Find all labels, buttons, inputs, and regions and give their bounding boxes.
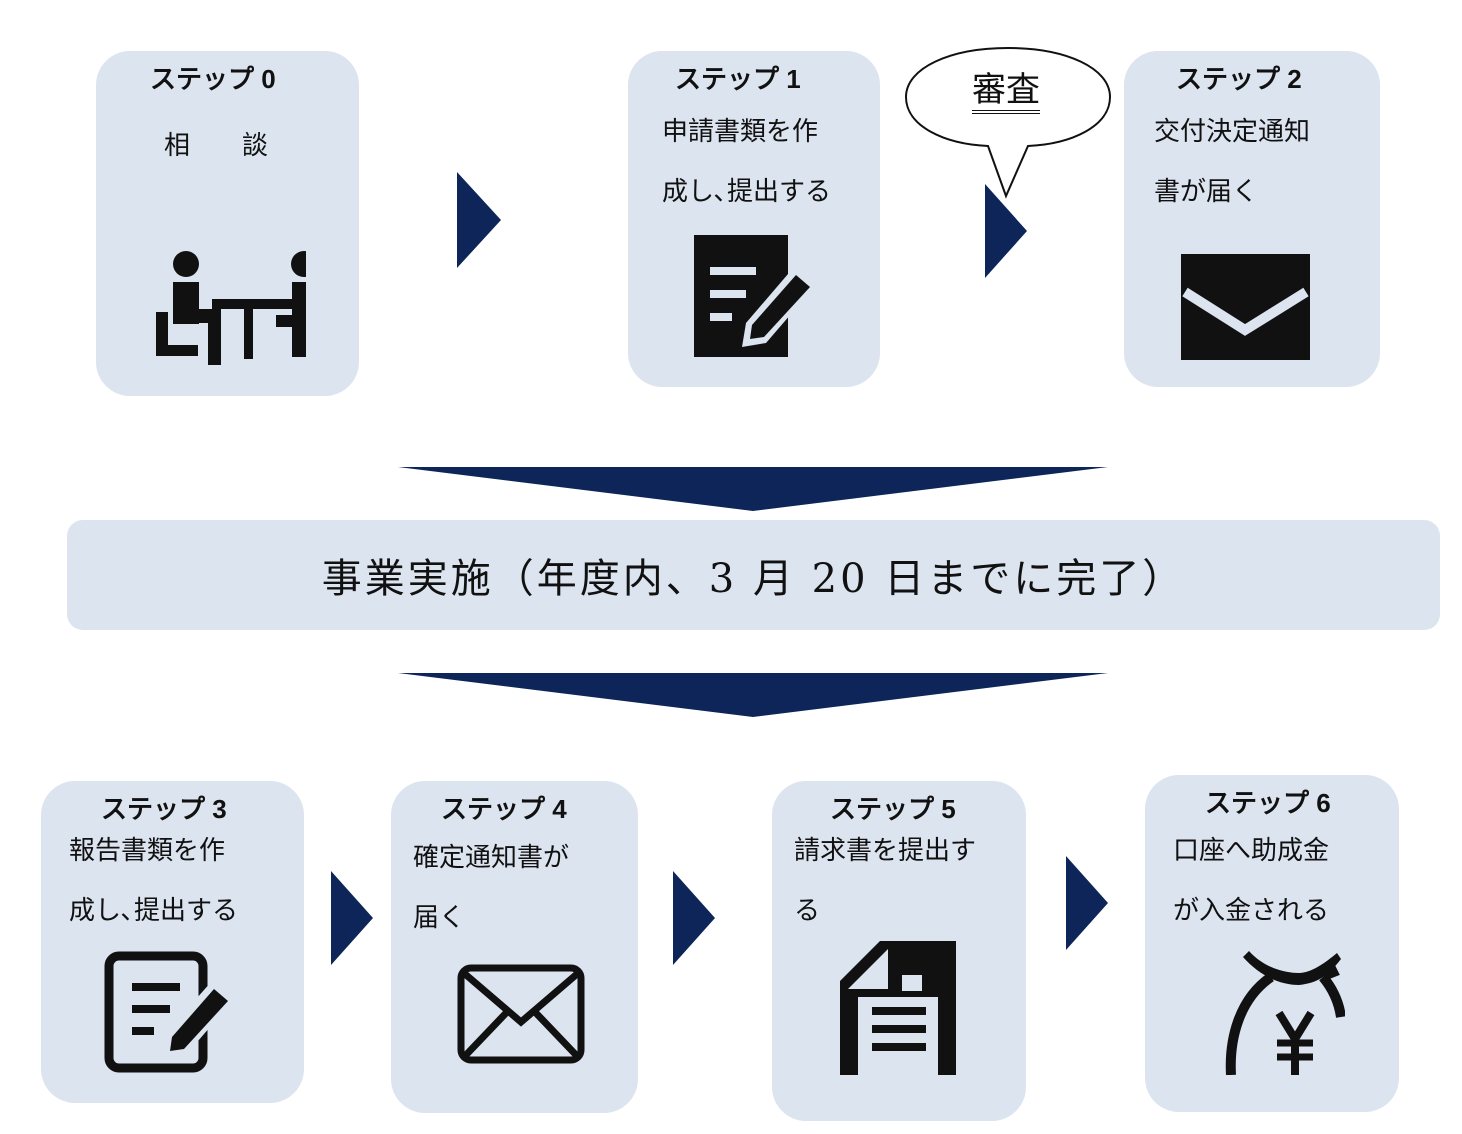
arrow-right-icon [985, 184, 1027, 278]
document-edit-icon [694, 235, 816, 357]
document-edit-outline-icon [104, 951, 234, 1073]
meeting-icon [156, 251, 306, 365]
step-6-line-2: が入金される [1173, 896, 1330, 926]
step-1-line-1: 申請書類を作 [662, 117, 819, 147]
step-4-title: ステップ 4 [441, 794, 567, 824]
step-3-line-2: 成し､提出する [69, 896, 239, 926]
arrow-right-icon [1066, 856, 1108, 950]
step-2-line-1: 交付決定通知 [1154, 117, 1311, 147]
step-0-title: ステップ 0 [150, 64, 276, 94]
speech-bubble [904, 46, 1112, 199]
review-label: 審査 [972, 70, 1040, 114]
step-1-card: ステップ 1 申請書類を作 成し､提出する [628, 51, 880, 387]
envelope-outline-icon [457, 964, 585, 1064]
step-5-line-2: る [794, 896, 821, 926]
invoice-icon [840, 941, 956, 1075]
step-4-card: ステップ 4 確定通知書が 届く [391, 781, 638, 1113]
arrow-down-icon [398, 467, 1108, 511]
step-4-line-1: 確定通知書が [413, 843, 570, 873]
step-1-line-2: 成し､提出する [662, 177, 832, 207]
implementation-banner: 事業実施（年度内、3 月 20 日までに完了） [67, 520, 1440, 630]
step-6-title: ステップ 6 [1205, 788, 1331, 818]
step-1-title: ステップ 1 [675, 64, 801, 94]
step-2-title: ステップ 2 [1176, 64, 1302, 94]
step-0-line-1: 相 談 [164, 131, 269, 161]
arrow-right-icon [331, 871, 373, 965]
step-5-title: ステップ 5 [830, 794, 956, 824]
step-5-card: ステップ 5 請求書を提出す る [772, 781, 1026, 1121]
envelope-solid-icon [1181, 254, 1310, 360]
step-4-line-2: 届く [413, 903, 466, 933]
step-2-line-2: 書が届く [1154, 177, 1259, 207]
step-3-line-1: 報告書類を作 [69, 836, 226, 866]
banner-text: 事業実施（年度内、3 月 20 日までに完了） [321, 556, 1186, 602]
step-5-line-1: 請求書を提出す [794, 836, 977, 866]
step-3-title: ステップ 3 [101, 794, 227, 824]
step-0-card: ステップ 0 相 談 [96, 51, 359, 396]
step-6-card: ステップ 6 口座へ助成金 が入金される [1145, 775, 1399, 1112]
money-bag-yen-icon [1225, 951, 1345, 1075]
step-2-card: ステップ 2 交付決定通知 書が届く [1124, 51, 1380, 387]
arrow-right-icon [457, 172, 501, 268]
step-3-card: ステップ 3 報告書類を作 成し､提出する [41, 781, 304, 1103]
step-6-line-1: 口座へ助成金 [1173, 836, 1330, 866]
arrow-right-icon [673, 871, 715, 965]
arrow-down-icon [398, 673, 1108, 717]
